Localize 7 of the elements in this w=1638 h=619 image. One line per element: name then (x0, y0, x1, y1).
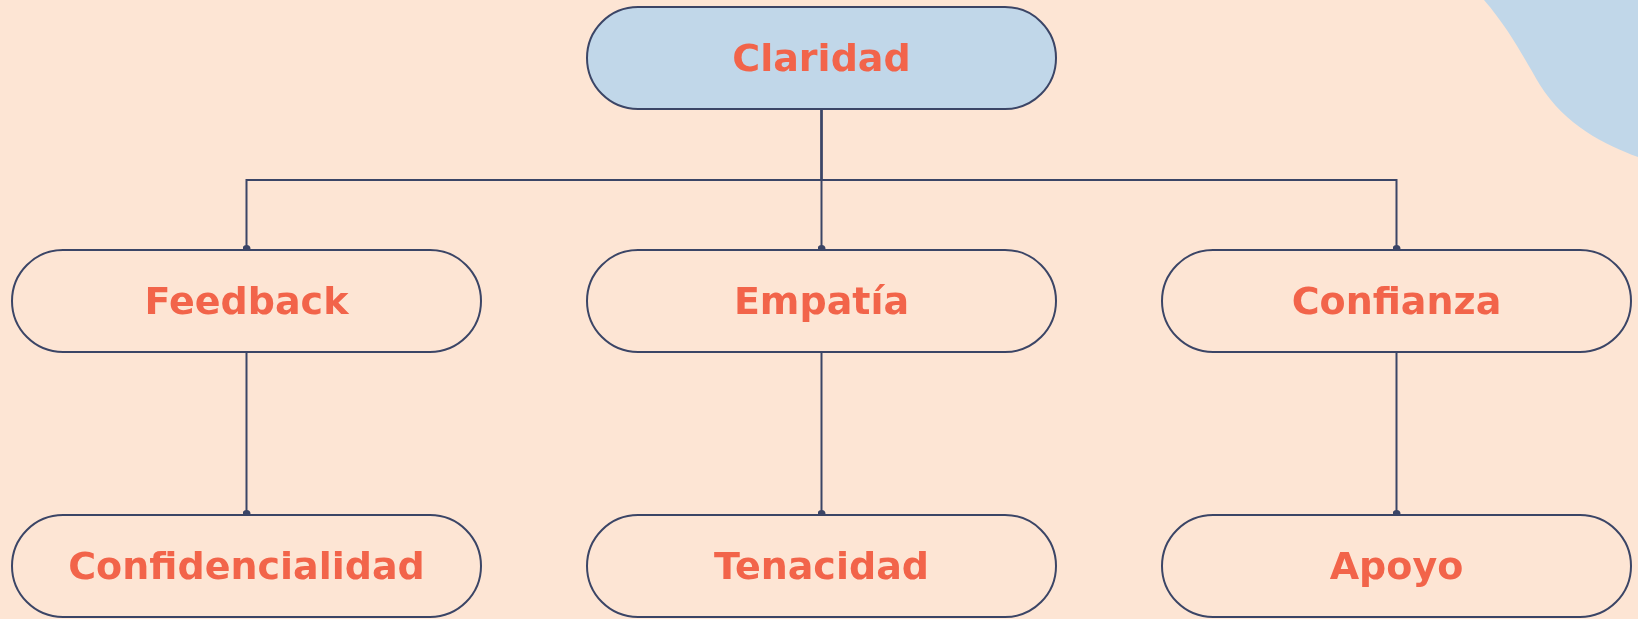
box-label: Claridad (732, 34, 911, 82)
box-label: Confianza (1291, 277, 1502, 325)
box-label: Tenacidad (714, 542, 929, 590)
box-label: Confidencialidad (68, 542, 425, 590)
box-label: Feedback (144, 277, 349, 325)
box-label: Empatía (733, 277, 910, 325)
box-label: Apoyo (1329, 542, 1464, 590)
